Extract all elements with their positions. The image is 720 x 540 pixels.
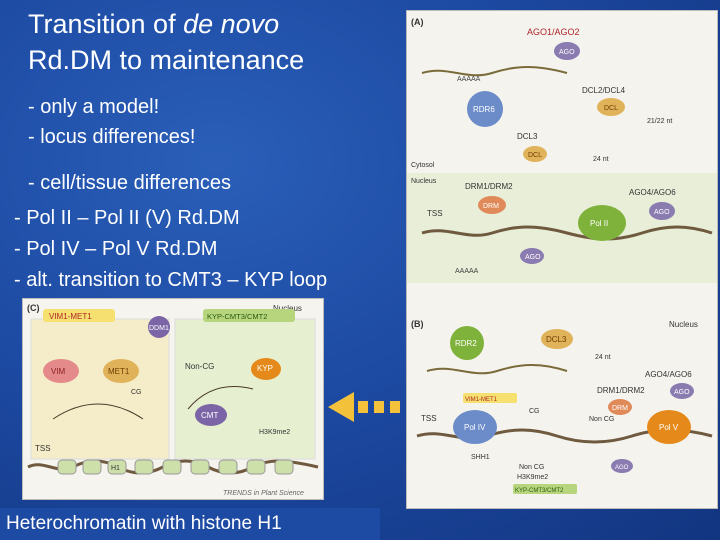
transition-item: - Pol IV – Pol V Rd.DM: [14, 234, 327, 265]
svg-text:VIM: VIM: [51, 367, 66, 376]
svg-text:Nucleus: Nucleus: [411, 178, 437, 185]
svg-text:TSS: TSS: [35, 444, 51, 453]
svg-text:DRM: DRM: [483, 203, 499, 210]
note-item: - locus differences!: [28, 122, 196, 152]
svg-text:24 nt: 24 nt: [595, 354, 611, 361]
svg-text:RDR6: RDR6: [473, 105, 495, 114]
svg-text:Pol V: Pol V: [659, 423, 679, 432]
svg-text:Non CG: Non CG: [519, 464, 544, 471]
svg-text:TSS: TSS: [427, 209, 443, 218]
svg-text:Non-CG: Non-CG: [185, 362, 214, 371]
transition-item: - alt. transition to CMT3 – KYP loop: [14, 265, 327, 296]
svg-text:SHH1: SHH1: [471, 454, 490, 461]
svg-text:Pol II: Pol II: [590, 219, 608, 228]
svg-text:DCL3: DCL3: [546, 335, 567, 344]
svg-text:DRM1/DRM2: DRM1/DRM2: [597, 386, 645, 395]
svg-text:AGO: AGO: [654, 209, 670, 216]
note-item: - cell/tissue differences: [28, 168, 231, 198]
svg-text:AGO: AGO: [674, 389, 690, 396]
svg-text:DCL: DCL: [604, 105, 618, 112]
svg-text:H1: H1: [111, 465, 120, 472]
svg-text:AGO4/AGO6: AGO4/AGO6: [629, 188, 676, 197]
svg-text:AAAAA: AAAAA: [457, 76, 481, 83]
svg-text:DCL: DCL: [528, 152, 542, 159]
svg-text:(A): (A): [411, 17, 424, 27]
svg-text:DCL3: DCL3: [517, 132, 538, 141]
transition-item: - Pol II – Pol II (V) Rd.DM: [14, 203, 327, 234]
svg-text:MET1: MET1: [108, 367, 130, 376]
svg-text:AGO1/AGO2: AGO1/AGO2: [527, 27, 580, 37]
svg-text:TRENDS in Plant Science: TRENDS in Plant Science: [223, 490, 304, 497]
svg-text:CG: CG: [131, 389, 142, 396]
notes-list: - only a model! - locus differences!: [28, 92, 196, 152]
svg-text:AGO: AGO: [615, 465, 629, 471]
svg-text:KYP-CMT3/CMT2: KYP-CMT3/CMT2: [207, 312, 267, 321]
svg-text:Cytosol: Cytosol: [411, 162, 435, 169]
svg-text:Pol IV: Pol IV: [464, 423, 486, 432]
svg-text:H3K9me2: H3K9me2: [517, 474, 548, 481]
svg-text:24 nt: 24 nt: [593, 156, 609, 163]
figure-caption: Heterochromatin with histone H1: [0, 508, 380, 540]
svg-text:DRM: DRM: [612, 405, 628, 412]
svg-text:(C): (C): [27, 303, 40, 313]
svg-text:TSS: TSS: [421, 414, 437, 423]
figure-panel-ab: (A) AGO1/AGO2 AGO AAAAA DCL2/DCL4 RDR6 D…: [406, 10, 718, 509]
note-item: - only a model!: [28, 92, 196, 122]
svg-text:AGO4/AGO6: AGO4/AGO6: [645, 370, 692, 379]
svg-text:RDR2: RDR2: [455, 339, 477, 348]
svg-text:AAAAA: AAAAA: [455, 268, 479, 275]
svg-text:DCL2/DCL4: DCL2/DCL4: [582, 86, 626, 95]
svg-text:AGO: AGO: [525, 254, 541, 261]
svg-text:Non CG: Non CG: [589, 416, 614, 423]
svg-text:Nucleus: Nucleus: [669, 320, 698, 329]
svg-text:KYP-CMT3/CMT2: KYP-CMT3/CMT2: [515, 488, 564, 494]
svg-text:(B): (B): [411, 319, 424, 329]
svg-text:VIM1-MET1: VIM1-MET1: [465, 397, 498, 403]
dashed-arrow-icon: [328, 390, 404, 424]
svg-text:H3K9me2: H3K9me2: [259, 429, 290, 436]
svg-text:VIM1-MET1: VIM1-MET1: [49, 312, 92, 321]
svg-text:DRM1/DRM2: DRM1/DRM2: [465, 182, 513, 191]
transition-list: - Pol II – Pol II (V) Rd.DM - Pol IV – P…: [14, 203, 327, 296]
slide-title: Transition of de novo Rd.DM to maintenan…: [28, 6, 304, 78]
svg-text:21/22 nt: 21/22 nt: [647, 118, 672, 125]
svg-text:CMT: CMT: [201, 411, 218, 420]
svg-text:CG: CG: [529, 408, 540, 415]
svg-text:AGO: AGO: [559, 49, 575, 56]
svg-text:DDM1: DDM1: [149, 325, 169, 332]
svg-text:KYP: KYP: [257, 364, 273, 373]
figure-panel-c: (C) Nucleus VIM1-MET1 DDM1 KYP-CMT3/CMT2…: [22, 298, 324, 500]
